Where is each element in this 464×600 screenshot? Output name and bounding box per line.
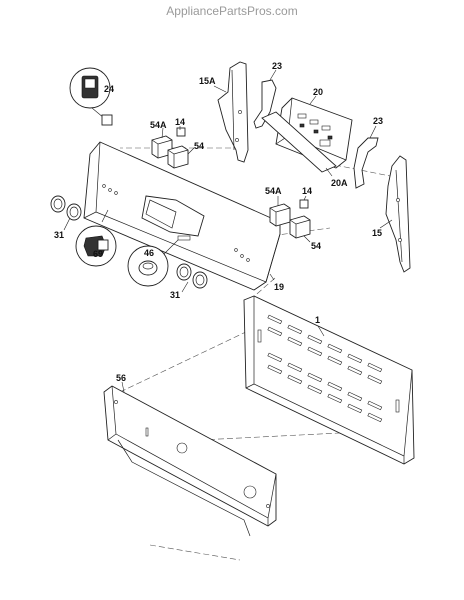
middle-switch-group: 54A 14 54 <box>265 186 321 251</box>
part-24-rocker-switch: 24 <box>69 67 114 126</box>
callout-31-bottom: 31 <box>170 290 180 300</box>
part-69-fitting: 69 <box>75 209 117 267</box>
part-31-bottom-knobs: 31 <box>170 263 208 300</box>
callout-20: 20 <box>313 87 323 97</box>
part-19-control-panel: 19 <box>83 141 284 292</box>
part-23-upper-bracket: 23 <box>253 61 282 129</box>
callout-23-right: 23 <box>373 116 383 126</box>
callout-31-left: 31 <box>54 230 64 240</box>
part-20-control-board: 20 20A <box>261 87 353 188</box>
callout-14-upper: 14 <box>175 117 185 127</box>
part-1-rear-panel: 1 <box>243 295 415 465</box>
callout-54-upper: 54 <box>194 141 204 151</box>
callout-54-middle: 54 <box>311 241 321 251</box>
louver-rows <box>267 314 383 423</box>
callout-46: 46 <box>144 248 154 258</box>
callout-23-upper: 23 <box>272 61 282 71</box>
callout-56: 56 <box>116 373 126 383</box>
part-46-knob-detail: 46 <box>127 239 179 287</box>
part-15-end-bracket: 15 <box>372 155 411 273</box>
part-23-right-bracket: 23 <box>353 116 383 189</box>
callout-54A-middle: 54A <box>265 186 282 196</box>
part-56-lower-panel: 56 <box>103 373 277 537</box>
callout-15A: 15A <box>199 76 216 86</box>
watermark: AppliancePartsPros.com <box>166 4 298 18</box>
part-31-left-knobs: 31 <box>50 195 82 240</box>
callout-1: 1 <box>315 315 320 325</box>
callout-69: 69 <box>93 249 103 259</box>
callout-20A: 20A <box>331 178 348 188</box>
part-15A-end-bracket: 15A <box>199 61 249 163</box>
upper-switch-group: 54A 14 54 <box>150 117 204 169</box>
callout-54A-upper: 54A <box>150 120 167 130</box>
callout-19: 19 <box>274 282 284 292</box>
callout-24: 24 <box>104 84 114 94</box>
callout-14-middle: 14 <box>302 186 312 196</box>
callout-15: 15 <box>372 228 382 238</box>
